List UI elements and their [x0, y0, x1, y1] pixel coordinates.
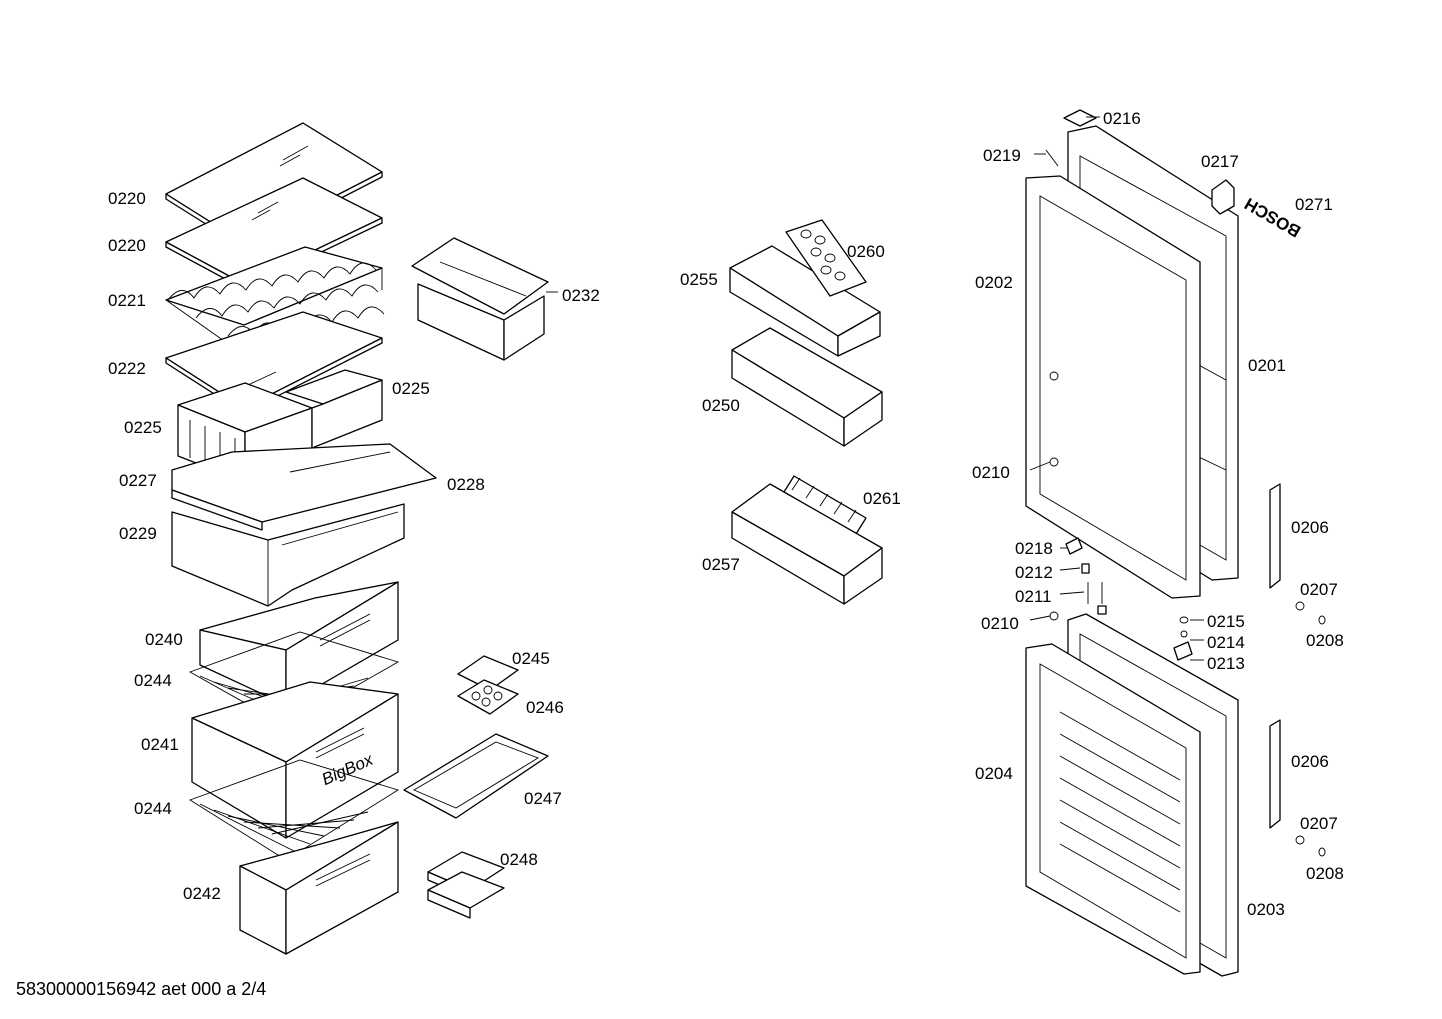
part-label: 0242 — [183, 884, 221, 903]
document-id: 58300000156942 aet 000 a 2/4 — [16, 979, 267, 999]
part-label: 0216 — [1103, 109, 1141, 128]
part-label: 0220 — [108, 236, 146, 255]
part-label: 0203 — [1247, 900, 1285, 919]
leader-lines — [546, 116, 1204, 661]
drawer-frame-base — [171, 503, 405, 607]
door-rack-0257 — [731, 483, 883, 605]
crisper-cover-plate — [171, 443, 437, 531]
part-label: 0217 — [1201, 152, 1239, 171]
part-label: 0255 — [680, 270, 718, 289]
part-label: 0244 — [134, 671, 172, 690]
lower-door-gasket-0204 — [1025, 643, 1201, 975]
part-label: 0222 — [108, 359, 146, 378]
handle-lower-0206 — [1269, 719, 1281, 829]
cold-pack-0248 — [427, 851, 505, 919]
door-cap-0216 — [1063, 109, 1097, 127]
part-label: 0201 — [1248, 356, 1286, 375]
part-label: 0229 — [119, 524, 157, 543]
part-label: 0211 — [1015, 587, 1052, 606]
crisper-box-pair — [177, 369, 383, 483]
ice-pan-0247 — [403, 733, 549, 819]
part-label: 0215 — [1207, 612, 1245, 631]
part-label: 0210 — [981, 614, 1019, 633]
crisper-drawer-0232 — [411, 237, 549, 361]
part-label: 0207 — [1300, 580, 1338, 599]
handle-upper-0206 — [1269, 483, 1281, 589]
part-label: 0220 — [108, 189, 146, 208]
part-label: 0257 — [702, 555, 740, 574]
part-label: 0219 — [983, 146, 1021, 165]
part-label: 0248 — [500, 850, 538, 869]
part-label: 0225 — [124, 418, 162, 437]
spring-0219 — [1045, 149, 1059, 167]
part-label: 0208 — [1306, 631, 1344, 650]
door-rack-0250 — [731, 327, 883, 447]
part-label: 0214 — [1207, 633, 1245, 652]
door-rack-0255 — [729, 245, 881, 357]
part-label: 0221 — [108, 291, 146, 310]
part-label: 0246 — [526, 698, 564, 717]
part-label: 0210 — [972, 463, 1010, 482]
ice-tray-0246 — [457, 679, 519, 715]
part-label: 0261 — [863, 489, 901, 508]
part-label: 0207 — [1300, 814, 1338, 833]
part-label: 0208 — [1306, 864, 1344, 883]
part-label: 0227 — [119, 471, 157, 490]
hinge-cover-0217 — [1211, 179, 1235, 215]
part-label: 0247 — [524, 789, 562, 808]
part-label: 0245 — [512, 649, 550, 668]
hinge-parts — [1049, 371, 1326, 857]
drawer-0241-bigbox: BigBox — [191, 681, 399, 839]
part-label: 0218 — [1015, 539, 1053, 558]
upper-door-gasket-0202 — [1025, 175, 1201, 599]
part-label: 0250 — [702, 396, 740, 415]
egg-tray-0260 — [785, 219, 867, 297]
part-label: 0225 — [392, 379, 430, 398]
drawer-0240 — [199, 581, 399, 706]
part-label: 0206 — [1291, 752, 1329, 771]
part-label-list: 0220 0220 0221 0222 0225 0225 0227 0228 … — [108, 109, 1344, 919]
part-label: 0202 — [975, 273, 1013, 292]
part-label: 0212 — [1015, 563, 1053, 582]
drawer-0242 — [239, 821, 399, 955]
part-label: 0240 — [145, 630, 183, 649]
part-label: 0241 — [141, 735, 179, 754]
part-label: 0206 — [1291, 518, 1329, 537]
part-label: 0260 — [847, 242, 885, 261]
part-label: 0244 — [134, 799, 172, 818]
part-label: 0271 — [1295, 195, 1333, 214]
part-label: 0204 — [975, 764, 1013, 783]
wire-rack-lower — [188, 759, 400, 861]
part-label: 0232 — [562, 286, 600, 305]
part-label: 0228 — [447, 475, 485, 494]
part-label: 0213 — [1207, 654, 1245, 673]
